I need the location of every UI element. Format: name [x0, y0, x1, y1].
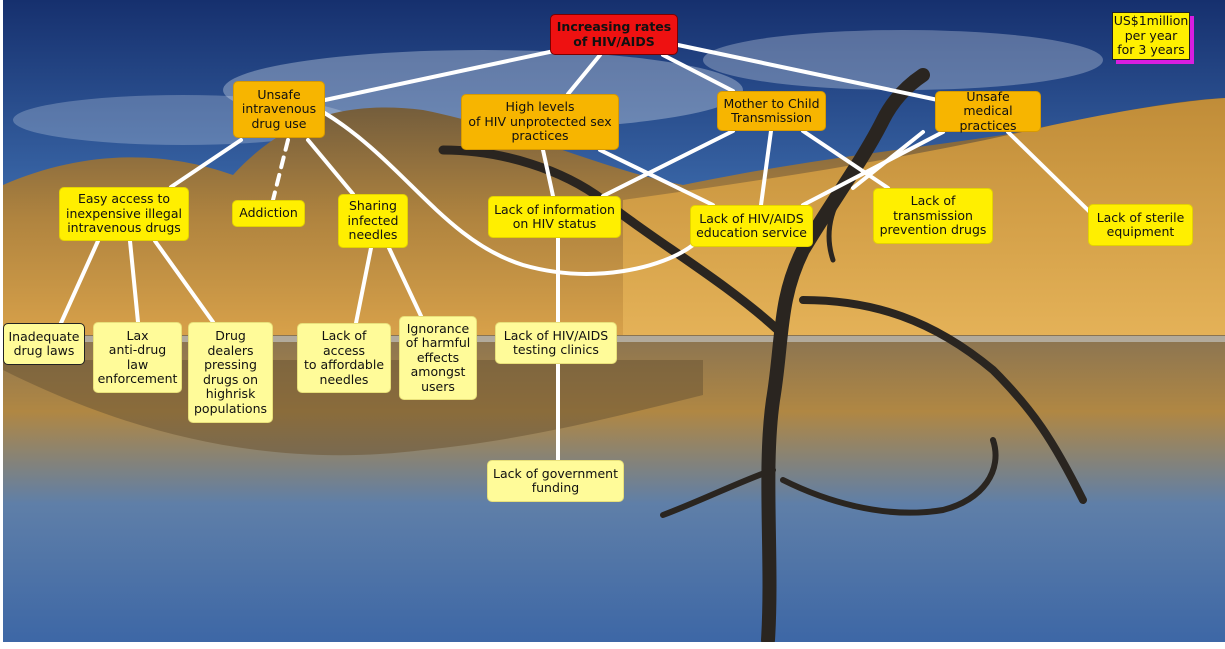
node-mother-to-child: Mother to Child Transmission [717, 91, 826, 131]
connector-line [354, 246, 373, 325]
connector-line [801, 130, 945, 207]
connector-line [598, 148, 715, 207]
connector-line [759, 129, 773, 207]
node-sharing-needles: Sharing infected needles [338, 194, 408, 248]
connector-line [153, 239, 215, 324]
node-lax-enforcement: Lax anti-drug law enforcement [93, 322, 182, 393]
node-ignorance: Ignorance of harmful effects amongst use… [399, 316, 477, 400]
connector-line [59, 239, 100, 325]
connector-line [661, 53, 735, 93]
connector-line [801, 129, 890, 190]
node-lack-info-status: Lack of information on HIV status [488, 196, 621, 238]
connector-line [169, 138, 243, 189]
connector-lines [59, 43, 1098, 462]
connector-line [566, 53, 602, 96]
node-lack-sterile: Lack of sterile equipment [1088, 204, 1193, 246]
node-inadequate-laws: Inadequate drug laws [3, 323, 85, 365]
connector-line [271, 138, 290, 202]
connector-line [1006, 130, 1098, 220]
node-addiction: Addiction [232, 200, 305, 227]
diagram-canvas: Increasing rates of HIV/AIDS US$1million… [3, 0, 1225, 642]
connector-line [323, 45, 575, 102]
node-lack-clinics: Lack of HIV/AIDS testing clinics [495, 322, 617, 364]
node-unprotected-sex: High levels of HIV unprotected sex pract… [461, 94, 619, 150]
budget-note: US$1million per year for 3 years [1112, 12, 1190, 60]
node-lack-funding: Lack of government funding [487, 460, 624, 502]
node-lack-education: Lack of HIV/AIDS education service [690, 205, 813, 247]
connector-line [851, 130, 925, 190]
connector-line [601, 129, 735, 198]
node-easy-access: Easy access to inexpensive illegal intra… [59, 187, 189, 241]
connector-line [306, 138, 355, 196]
node-lack-transmission-drugs: Lack of transmission prevention drugs [873, 188, 993, 244]
connector-line [541, 148, 555, 198]
connector-line [676, 43, 940, 102]
connector-line [387, 246, 423, 318]
node-unsafe-iv-drug-use: Unsafe intravenous drug use [233, 81, 325, 138]
node-unsafe-medical: Unsafe medical practices [935, 89, 1041, 132]
connector-curve [321, 110, 695, 276]
node-drug-dealers: Drug dealers pressing drugs on highrisk … [188, 322, 273, 423]
node-root-hiv-rates: Increasing rates of HIV/AIDS [550, 14, 678, 55]
connector-line [128, 239, 140, 324]
node-lack-needles: Lack of access to affordable needles [297, 323, 391, 393]
